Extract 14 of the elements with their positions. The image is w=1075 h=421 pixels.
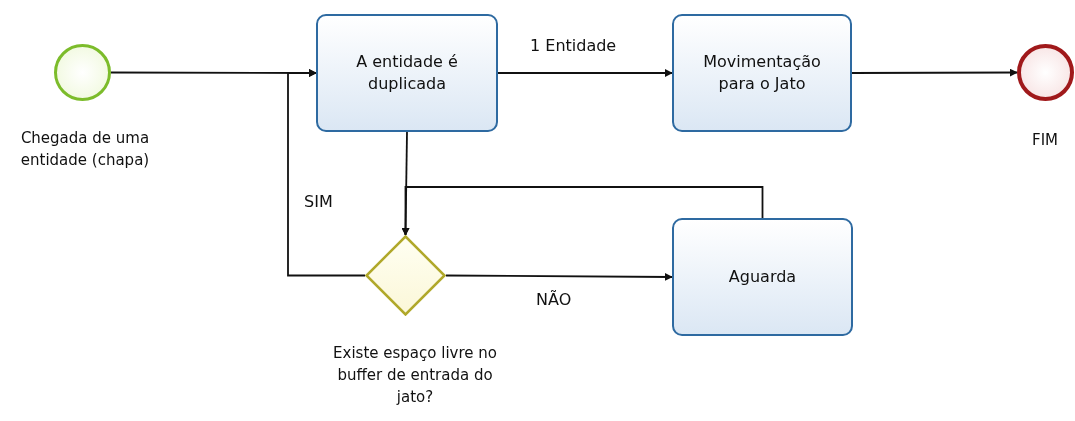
end-event-circle [1017, 44, 1074, 101]
task-box: Aguarda [672, 218, 853, 336]
arrow [401, 186, 764, 236]
node-caption: Existe espaço livre no buffer de entrada do jato? [332, 343, 498, 408]
arrow [445, 272, 673, 281]
node-caption: Chegada de uma entidade (chapa) [20, 128, 150, 171]
task-box: Movimentação para o Jato [672, 14, 852, 132]
task-box: A entidade é duplicada [316, 14, 498, 132]
arrow [287, 69, 366, 277]
arrow [497, 69, 673, 77]
arrow [851, 68, 1018, 77]
node-caption: FIM [1031, 130, 1059, 151]
decision-diamond [365, 235, 446, 316]
start-event-circle [54, 44, 111, 101]
